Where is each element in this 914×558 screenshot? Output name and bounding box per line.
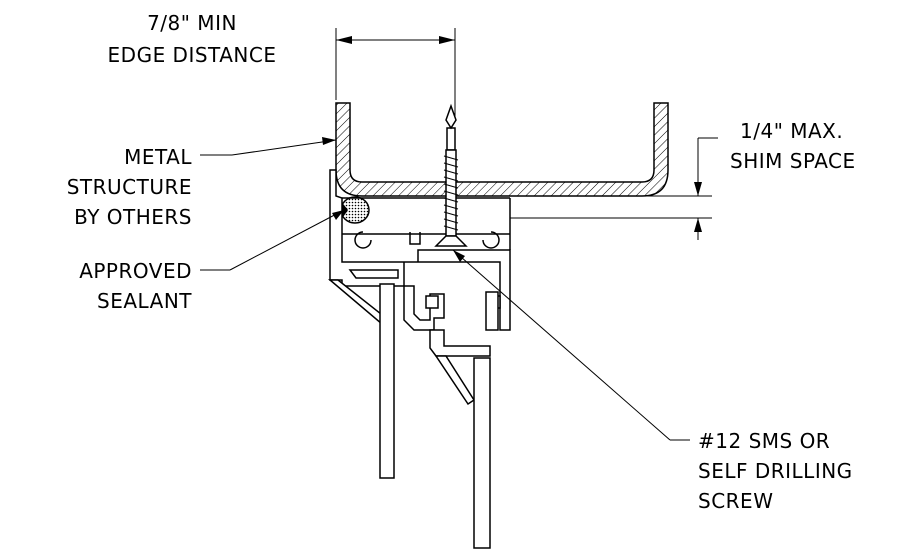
edge-distance-label: 7/8" MIN EDGE DISTANCE (108, 11, 277, 67)
self-drilling-screw (434, 103, 468, 247)
svg-text:SCREW: SCREW (698, 489, 773, 513)
svg-text:STRUCTURE: STRUCTURE (67, 175, 192, 199)
screw-leader (452, 249, 690, 441)
svg-text:BY OTHERS: BY OTHERS (74, 205, 192, 229)
svg-text:SEALANT: SEALANT (97, 289, 192, 313)
outer-glass-lite (379, 283, 395, 479)
sealant-label: APPROVED SEALANT (79, 259, 192, 313)
edge-distance-dimension (335, 28, 456, 118)
svg-text:1/4" MAX.: 1/4" MAX. (740, 119, 843, 143)
sealant-leader (200, 209, 345, 271)
svg-text:SHIM SPACE: SHIM SPACE (730, 149, 856, 173)
sealant-bead (340, 196, 370, 224)
svg-text:APPROVED: APPROVED (79, 259, 192, 283)
svg-text:METAL: METAL (124, 145, 192, 169)
metal-structure (335, 102, 669, 197)
inner-glass-lite (473, 357, 491, 549)
svg-text:EDGE DISTANCE: EDGE DISTANCE (108, 43, 277, 67)
svg-text:7/8" MIN: 7/8" MIN (147, 11, 237, 35)
shim-space-label: 1/4" MAX. SHIM SPACE (730, 119, 856, 173)
metal-structure-leader (200, 137, 337, 156)
svg-text:#12 SMS OR: #12 SMS OR (698, 429, 830, 453)
screw-label: #12 SMS OR SELF DRILLING SCREW (698, 429, 853, 513)
metal-structure-label: METAL STRUCTURE BY OTHERS (67, 145, 192, 229)
glazing-stop (403, 285, 501, 406)
shim-space-dimension (510, 137, 718, 240)
svg-text:SELF DRILLING: SELF DRILLING (698, 459, 853, 483)
